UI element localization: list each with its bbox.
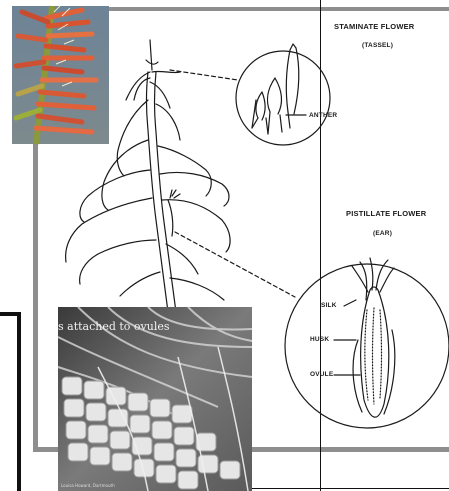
tassel-detail-circle — [236, 51, 330, 145]
ear-drawing — [352, 258, 395, 417]
tassel-photo — [12, 6, 109, 144]
silk-pointer — [344, 300, 356, 306]
micrograph-credit: Louisa Howard, Dartmouth — [61, 483, 115, 488]
micrograph-caption: s attached to ovules — [58, 320, 170, 333]
ovule-micrograph — [58, 307, 252, 491]
ear-leader-line — [175, 232, 295, 297]
